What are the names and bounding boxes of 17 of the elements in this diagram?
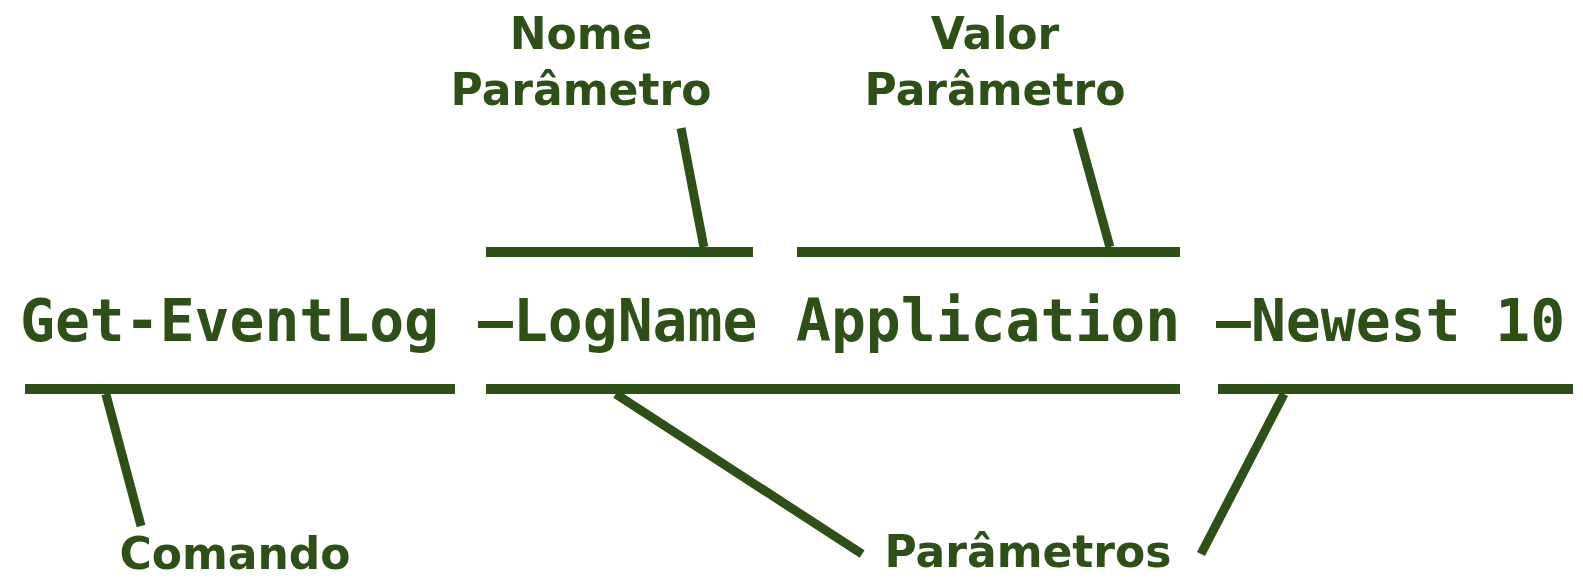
command-text: Get-EventLog <box>20 288 440 354</box>
callout-label: Valor Parâmetro <box>850 6 1140 118</box>
bracket-bar <box>797 247 1180 257</box>
leader-line <box>1072 126 1115 249</box>
leader-line <box>676 127 709 248</box>
bracket-bar <box>1218 384 1573 394</box>
leader-line <box>1197 391 1289 557</box>
leader-line <box>101 392 146 528</box>
bracket-bar <box>25 384 455 394</box>
callout-label: Nome Parâmetro <box>436 6 726 118</box>
callout-label: Parâmetros <box>866 524 1190 578</box>
command-text: –LogName <box>478 288 758 354</box>
command-text: –Newest 10 <box>1216 288 1566 354</box>
bracket-bar <box>486 247 753 257</box>
callout-label: Comando <box>100 526 370 578</box>
command-text: Application <box>796 288 1181 354</box>
bracket-bar <box>486 384 1180 394</box>
